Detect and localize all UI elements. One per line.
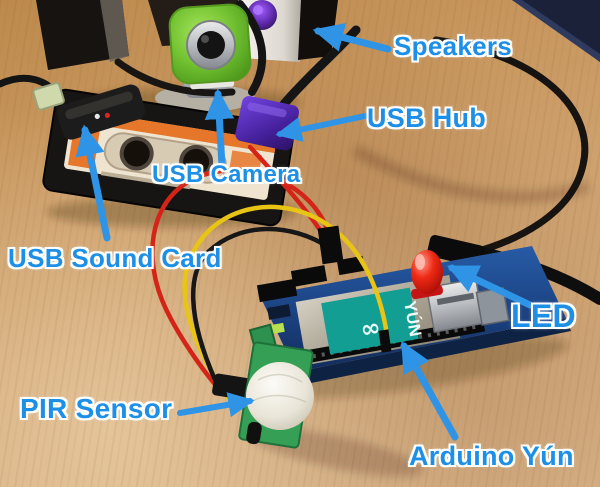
camera-lens (197, 31, 225, 59)
arrow-pir-sensor (177, 392, 255, 418)
yun-sticker: YÚN ∞ (321, 287, 425, 355)
arduino-yun-board: YÚN ∞ (248, 246, 571, 385)
pir-sensor-device (212, 341, 314, 449)
yun-sticker-bg (321, 287, 419, 355)
smd-led (269, 322, 285, 335)
left-speaker-side (100, 0, 129, 62)
soundcard-dot-red (104, 112, 111, 118)
led-bulb (411, 250, 443, 294)
led-highlight (415, 254, 425, 270)
camera-lens-glint (201, 35, 209, 43)
left-speaker (36, 0, 129, 70)
pcb-edge (296, 318, 571, 385)
pir-capacitor (246, 421, 262, 445)
hub-plug-highlight (247, 102, 287, 118)
mousepad (512, 0, 600, 62)
arrow-usb-sound-card (75, 124, 111, 242)
usb-a-port (475, 286, 510, 326)
jumper-plug-arduino (317, 225, 344, 265)
shadow-cable-loop (352, 144, 590, 204)
soundcard-face (65, 91, 133, 120)
chip-1 (267, 304, 291, 320)
right-speaker (238, 0, 338, 62)
label-usb-sound-card: USB Sound Card (8, 243, 222, 273)
jumper-plug-yellow (378, 329, 392, 353)
arduino-logo-icon: ∞ (358, 313, 383, 344)
label-usb-hub: USB Hub (367, 103, 487, 133)
cassette-reel-left (119, 136, 154, 171)
black-jumper-wire (190, 226, 333, 385)
volume-knob-glow (253, 5, 263, 15)
label-speakers: Speakers (394, 31, 513, 61)
arrow-usb-hub (275, 113, 368, 142)
arrow-arduino-yun (400, 341, 459, 441)
header-socket-1 (290, 265, 328, 287)
arrow-usb-camera (204, 88, 235, 170)
soundcard-usb-connector (32, 82, 65, 111)
annotation-arrows (75, 23, 534, 441)
ethernet-slot (436, 292, 475, 306)
usb-cable-loop (432, 36, 589, 258)
pir-dome-facets (253, 373, 307, 403)
mousepad-edge (512, 0, 600, 62)
cassette-text-line (100, 171, 191, 190)
label-usb-camera: USB Camera (152, 161, 301, 188)
label-pir-sensor: PIR Sensor (20, 393, 173, 424)
camera-cable (236, 0, 267, 96)
arrow-led (446, 264, 534, 309)
arrow-speakers (312, 23, 392, 53)
header-socket-2 (336, 255, 366, 276)
red-jumper-wire (150, 167, 335, 391)
red-led (411, 250, 443, 300)
yellow-jumper-wire (182, 204, 391, 401)
usb-camera-device (168, 3, 252, 90)
jumper-wires (150, 144, 392, 401)
label-arduino-yun: Arduino Yún (409, 441, 574, 471)
soundcard-dot-white (94, 113, 100, 120)
label-led: LED (511, 298, 576, 334)
header-socket-3 (256, 278, 298, 303)
